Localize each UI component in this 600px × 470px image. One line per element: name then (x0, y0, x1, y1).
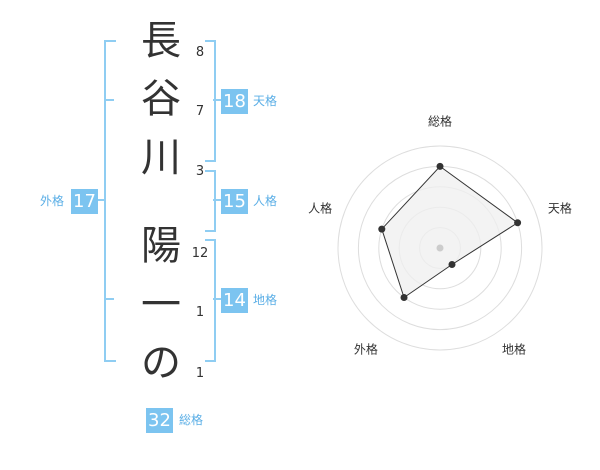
soukaku-badge: 32 (146, 408, 173, 433)
chikaku-tick (213, 298, 222, 300)
name-char-2: 谷 (141, 76, 181, 122)
radar-axis-label-4: 外格 (354, 341, 378, 356)
gaikaku-split-1 (104, 99, 114, 101)
radar-axis-label-1: 総格 (428, 114, 452, 129)
radar-axis-label-5: 人格 (308, 201, 332, 216)
tenkaku-tick (213, 99, 222, 101)
gaikaku-label: 外格 (40, 194, 65, 208)
radar-center-dot (436, 244, 444, 252)
radar-axis-label-2: 天格 (548, 201, 572, 216)
chikaku-bracket (205, 239, 216, 362)
radar-point-4 (400, 294, 408, 302)
radar-point-5 (378, 225, 386, 233)
tenkaku-badge: 18 (221, 89, 248, 114)
gaikaku-bracket (104, 40, 116, 362)
name-char-4: 陽 (141, 223, 181, 269)
stroke-count-3: 3 (195, 164, 205, 179)
name-char-1: 長 (141, 18, 181, 64)
stroke-count-4: 12 (191, 246, 209, 261)
radar-point-1 (436, 162, 444, 170)
name-char-3: 川 (141, 135, 181, 181)
jinkaku-bracket (205, 170, 216, 232)
stroke-count-2: 7 (195, 104, 205, 119)
radar-point-3 (448, 261, 456, 269)
gaikaku-split-2 (104, 298, 114, 300)
radar-series-polygon (381, 165, 519, 299)
tenkaku-bracket (205, 40, 216, 162)
radar-axis-label-3: 地格 (502, 341, 526, 356)
jinkaku-badge: 15 (221, 189, 248, 214)
gaikaku-tick (96, 199, 106, 201)
stroke-count-5: 1 (195, 305, 205, 320)
stroke-count-6: 1 (195, 366, 205, 381)
chikaku-badge: 14 (221, 288, 248, 313)
name-char-5: 一 (141, 282, 181, 328)
jinkaku-label: 人格 (253, 194, 278, 208)
stroke-count-1: 8 (195, 45, 205, 60)
chikaku-label: 地格 (253, 293, 278, 307)
radar-point-2 (514, 219, 522, 227)
name-char-6: の (141, 340, 181, 386)
jinkaku-tick (213, 199, 222, 201)
gaikaku-badge: 17 (71, 189, 98, 214)
soukaku-label: 総格 (179, 413, 204, 427)
tenkaku-label: 天格 (253, 94, 278, 108)
